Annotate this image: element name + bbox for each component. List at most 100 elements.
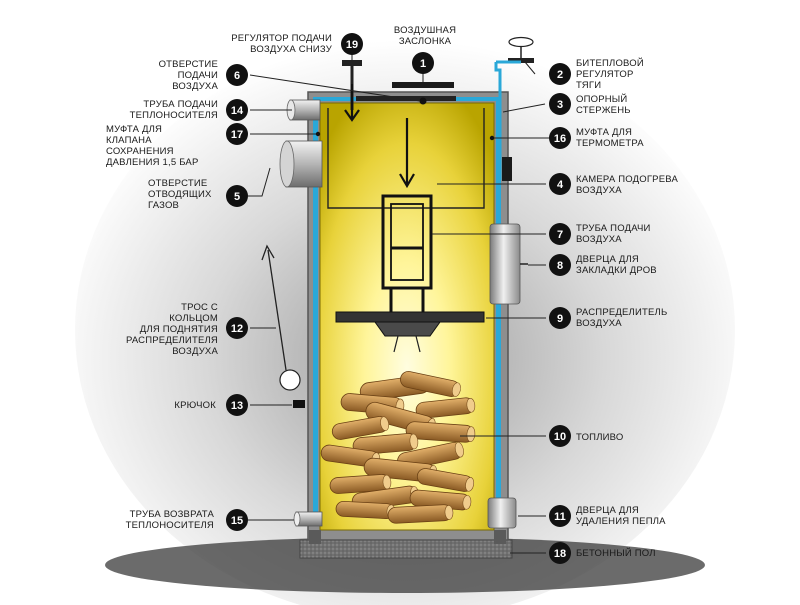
label-5-line-3: ГАЗОВ (148, 200, 179, 211)
label-15-line-1: ТРУБА ВОЗВРАТА (130, 509, 215, 520)
label-9-line-1: РАСПРЕДЕЛИТЕЛЬ (576, 307, 667, 318)
cable-arrow (261, 244, 287, 371)
badge-13-circle (226, 394, 248, 416)
label-17-line-2: КЛАПАНА (106, 135, 152, 146)
badge-12-number: 12 (231, 323, 243, 335)
wood-log (409, 489, 472, 511)
wood-log (329, 474, 392, 494)
wood-loading-door (489, 223, 521, 305)
badge-17-circle (226, 123, 248, 145)
label-6-line-2: ПОДАЧИ (178, 70, 218, 81)
label-4-line-2: ВОЗДУХА (576, 185, 622, 196)
label-12-line-1: ТРОС С (181, 302, 218, 313)
distributor-leg-right (415, 335, 421, 353)
lower-air-regulator-cap (342, 60, 362, 66)
air-supply-pipe (381, 194, 433, 312)
badge-11-number: 11 (554, 511, 566, 523)
badge-17-number: 17 (231, 129, 243, 141)
badge-16-number: 16 (554, 133, 566, 145)
air-distributor-plate (335, 311, 485, 323)
badge-7-circle (549, 223, 571, 245)
label-4-line-1: КАМЕРА ПОДОГРЕВА (576, 174, 678, 185)
support-rod (494, 62, 502, 180)
badge-4-circle (549, 173, 571, 195)
badge-16-circle (549, 127, 571, 149)
badge-19-circle (341, 33, 363, 55)
badge-2-circle (549, 63, 571, 85)
wood-log (400, 371, 461, 397)
label-2-line-1: БИТЕПЛОВОЙ (576, 57, 644, 69)
label-8-line-2: ЗАКЛАДКИ ДРОВ (576, 265, 657, 276)
badge-5-circle (226, 185, 248, 207)
label-12-line-4: РАСПРЕДЕЛИТЕЛЯ (126, 335, 218, 346)
badge-6-circle (226, 64, 248, 86)
water-jacket-left (313, 100, 318, 520)
label-16-line-2: ТЕРМОМЕТРА (576, 138, 644, 149)
label-7-line-2: ВОЗДУХА (576, 234, 622, 245)
air-damper (392, 82, 454, 88)
wood-log (335, 500, 396, 520)
badge-13-number: 13 (231, 400, 243, 412)
label-6-line-3: ВОЗДУХА (172, 81, 218, 92)
label-5-line-1: ОТВЕРСТИЕ (148, 178, 207, 189)
flue-outlet-end (279, 140, 295, 188)
firewood-pile (320, 371, 476, 524)
label-15-line-2: ТЕПЛОНОСИТЕЛЯ (126, 520, 214, 531)
badge-14-circle (226, 99, 248, 121)
badge-15-number: 15 (231, 515, 243, 527)
label-11-line-1: ДВЕРЦА ДЛЯ (576, 505, 639, 516)
badge-11-circle (549, 505, 571, 527)
badge-10-number: 10 (554, 431, 566, 443)
thermometer-socket (502, 157, 512, 181)
airflow-arrow (399, 118, 415, 189)
distributor-leg-left (393, 335, 399, 353)
ash-door (487, 497, 517, 529)
badge-12-circle (226, 317, 248, 339)
badge-6-number: 6 (234, 70, 240, 82)
air-heating-chamber (327, 108, 485, 209)
label-12-line-3: ДЛЯ ПОДНЯТИЯ (140, 324, 218, 335)
label-6-line-1: ОТВЕРСТИЕ (159, 59, 218, 70)
wood-log (387, 504, 454, 524)
label-3-line-2: СТЕРЖЕНЬ (576, 105, 631, 116)
badge-19-number: 19 (346, 39, 358, 51)
label-19-line-1: РЕГУЛЯТОР ПОДАЧИ (231, 33, 332, 44)
label-5-line-2: ОТВОДЯЩИХ (148, 189, 212, 200)
label-14-line-1: ТРУБА ПОДАЧИ (143, 99, 218, 110)
label-1-line-1: ВОЗДУШНАЯ (394, 25, 456, 36)
badge-15-circle (226, 509, 248, 531)
concrete-floor (299, 539, 513, 559)
water-jacket-right (496, 100, 501, 520)
label-2-line-3: ТЯГИ (576, 80, 601, 91)
label-18-line-1: БЕТОННЫЙ ПОЛ (576, 547, 656, 559)
label-16-line-1: МУФТА ДЛЯ (576, 127, 632, 138)
wood-log (405, 421, 476, 443)
badge-5-number: 5 (234, 191, 240, 203)
label-12-line-5: ВОЗДУХА (172, 346, 218, 357)
badge-9-number: 9 (557, 313, 563, 325)
callout-labels: ВОЗДУШНАЯЗАСЛОНКАБИТЕПЛОВОЙРЕГУЛЯТОРТЯГИ… (106, 25, 678, 559)
badge-3-circle (549, 93, 571, 115)
wood-log (415, 397, 476, 419)
air-inlet-arrow (344, 84, 360, 122)
badge-18-number: 18 (554, 548, 566, 560)
label-9-line-2: ВОЗДУХА (576, 318, 622, 329)
label-14-line-2: ТЕПЛОНОСИТЕЛЯ (130, 110, 218, 121)
badge-1-number: 1 (420, 58, 426, 70)
boiler-leg-left (309, 530, 321, 544)
badge-3-number: 3 (557, 99, 563, 111)
label-7-line-1: ТРУБА ПОДАЧИ (576, 223, 651, 234)
badge-10-circle (549, 425, 571, 447)
wood-log (331, 416, 390, 440)
label-3-line-1: ОПОРНЫЙ (576, 93, 627, 105)
return-pipe-end (293, 511, 301, 527)
label-17-line-3: СОХРАНЕНИЯ (106, 146, 174, 157)
label-17-line-4: ДАВЛЕНИЯ 1,5 БАР (106, 157, 199, 168)
badge-14-number: 14 (231, 105, 244, 117)
badge-1-circle (412, 52, 434, 74)
boiler-leg-right (494, 530, 506, 544)
badge-2-number: 2 (557, 69, 563, 81)
